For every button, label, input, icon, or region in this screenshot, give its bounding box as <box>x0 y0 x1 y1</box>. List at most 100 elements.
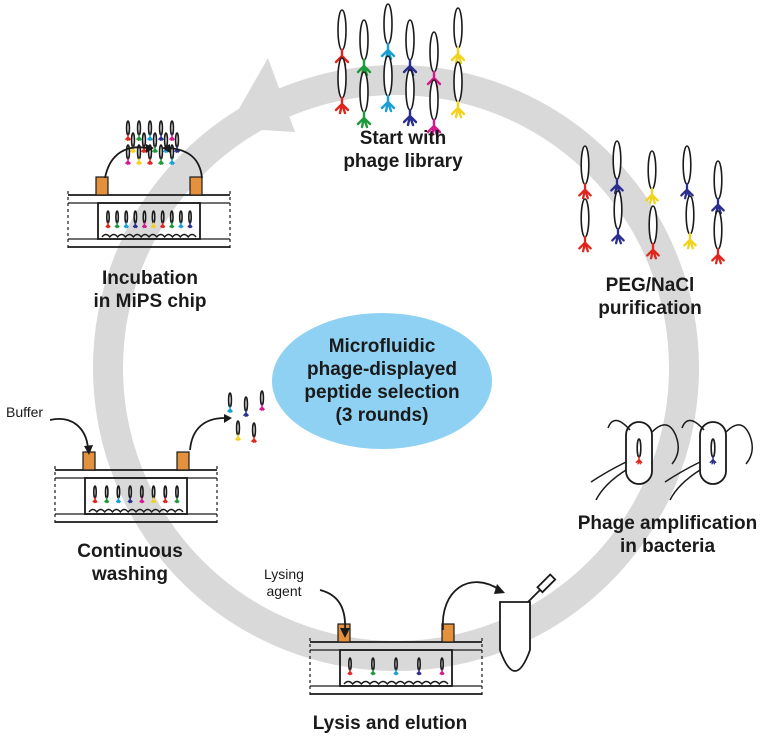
phage-particle <box>259 390 265 411</box>
phage-particle <box>439 657 445 676</box>
center-line1: Microfluidic <box>328 336 436 357</box>
phage-particle <box>380 3 396 61</box>
phage-particle <box>370 657 376 676</box>
buffer-arrow <box>49 418 89 449</box>
purification-line2: purification <box>598 298 702 319</box>
phage-particle <box>114 210 120 229</box>
center-title: Microfluidic phage-displayed peptide sel… <box>272 306 492 456</box>
phage-particle <box>611 190 625 245</box>
incubation-out-arrow <box>169 147 203 179</box>
phage-particle <box>123 210 129 229</box>
phage-particle <box>130 132 136 153</box>
center-line3: peptide selection <box>304 382 460 403</box>
phage-particle <box>243 396 249 417</box>
phage-particle <box>127 485 133 504</box>
phage-particle <box>152 132 158 153</box>
phage-particle <box>169 120 175 141</box>
phage-particle <box>426 79 442 137</box>
incubation-line2: in MiPS chip <box>93 291 207 312</box>
phage-particle <box>160 210 166 229</box>
phage-particle <box>416 657 422 676</box>
phage-particle <box>610 140 624 195</box>
amplification-line2: in bacteria <box>619 536 716 557</box>
lysis-line1: Lysis and elution <box>312 713 468 734</box>
cycle-ring <box>93 65 699 671</box>
washing-line1: Continuous <box>77 541 183 562</box>
washing-chip <box>54 451 218 526</box>
phage-particle <box>578 145 592 200</box>
phage-particle <box>347 657 353 676</box>
lysing-line2: agent <box>266 583 302 599</box>
phage-particle <box>646 205 660 260</box>
lysing-agent-label: Lysing agent <box>254 566 314 600</box>
phage-particle <box>125 120 131 141</box>
washing-line2: washing <box>91 564 168 585</box>
phage-particle <box>235 420 241 441</box>
phage-particle <box>136 144 142 165</box>
incubation-line1: Incubation <box>101 268 199 289</box>
phage-particle <box>105 210 111 229</box>
elution-arrow <box>442 581 501 631</box>
phage-particle <box>635 438 643 465</box>
phage-particle <box>139 485 145 504</box>
center-ellipse <box>272 313 492 449</box>
phage-particle <box>334 9 350 67</box>
step-lysis-label: Lysis and elution <box>290 712 490 735</box>
incubation-chip <box>67 176 231 251</box>
phage-particle <box>645 150 659 205</box>
start-line1: Start with <box>359 128 447 149</box>
cycle-arrowhead <box>228 58 295 132</box>
phage-particle <box>169 210 175 229</box>
lysing-line1: Lysing <box>264 566 304 582</box>
step-amplification-label: Phage amplification in bacteria <box>555 512 780 558</box>
phage-particle <box>683 195 697 250</box>
phage-particle <box>251 422 257 443</box>
phage-particle <box>227 392 233 413</box>
incubation-in-arrow <box>104 146 147 179</box>
phage-particle <box>356 71 372 129</box>
phage-particle <box>151 210 157 229</box>
amplification-line1: Phage amplification <box>577 513 758 534</box>
phage-particle <box>174 485 180 504</box>
phage-particle <box>104 485 110 504</box>
purification-line1: PEG/NaCl <box>605 275 695 296</box>
phage-particle <box>141 210 147 229</box>
step-start-label: Start with phage library <box>318 127 488 173</box>
buffer-label: Buffer <box>6 404 44 420</box>
phage-particle <box>356 19 372 77</box>
phage-particle <box>147 120 153 141</box>
phage-particle <box>402 19 418 77</box>
phage-particle <box>187 210 193 229</box>
phage-particle <box>578 198 592 253</box>
phage-particle <box>393 657 399 676</box>
collection-tube <box>499 573 557 672</box>
phage-particle <box>162 485 168 504</box>
center-line4: (3 rounds) <box>335 405 429 426</box>
step-purification-label: PEG/NaCl purification <box>570 274 730 320</box>
step-washing-label: Continuous washing <box>55 540 205 586</box>
phage-particle <box>141 132 147 153</box>
bacterium <box>590 419 679 501</box>
arrowheads <box>84 144 505 638</box>
phage-particle <box>158 144 164 165</box>
phage-particle <box>380 55 396 113</box>
phage-particle <box>402 69 418 127</box>
lysing-arrow <box>319 589 346 631</box>
phage-particle <box>136 120 142 141</box>
bacteria-layer <box>590 419 753 501</box>
phage-particle <box>711 160 725 215</box>
phage-particle <box>426 31 442 89</box>
phage-particle <box>92 485 98 504</box>
phage-particle <box>115 485 121 504</box>
phage-particle <box>450 61 466 119</box>
process-arrows <box>49 146 501 631</box>
phage-particle <box>158 120 164 141</box>
phage-particle <box>450 7 466 65</box>
phage-particle <box>334 57 350 115</box>
phage-particle <box>680 145 694 200</box>
phage-particle <box>178 210 184 229</box>
phage-particle <box>709 438 717 465</box>
center-line2: phage-displayed <box>307 359 457 380</box>
phage-particle <box>711 210 725 265</box>
